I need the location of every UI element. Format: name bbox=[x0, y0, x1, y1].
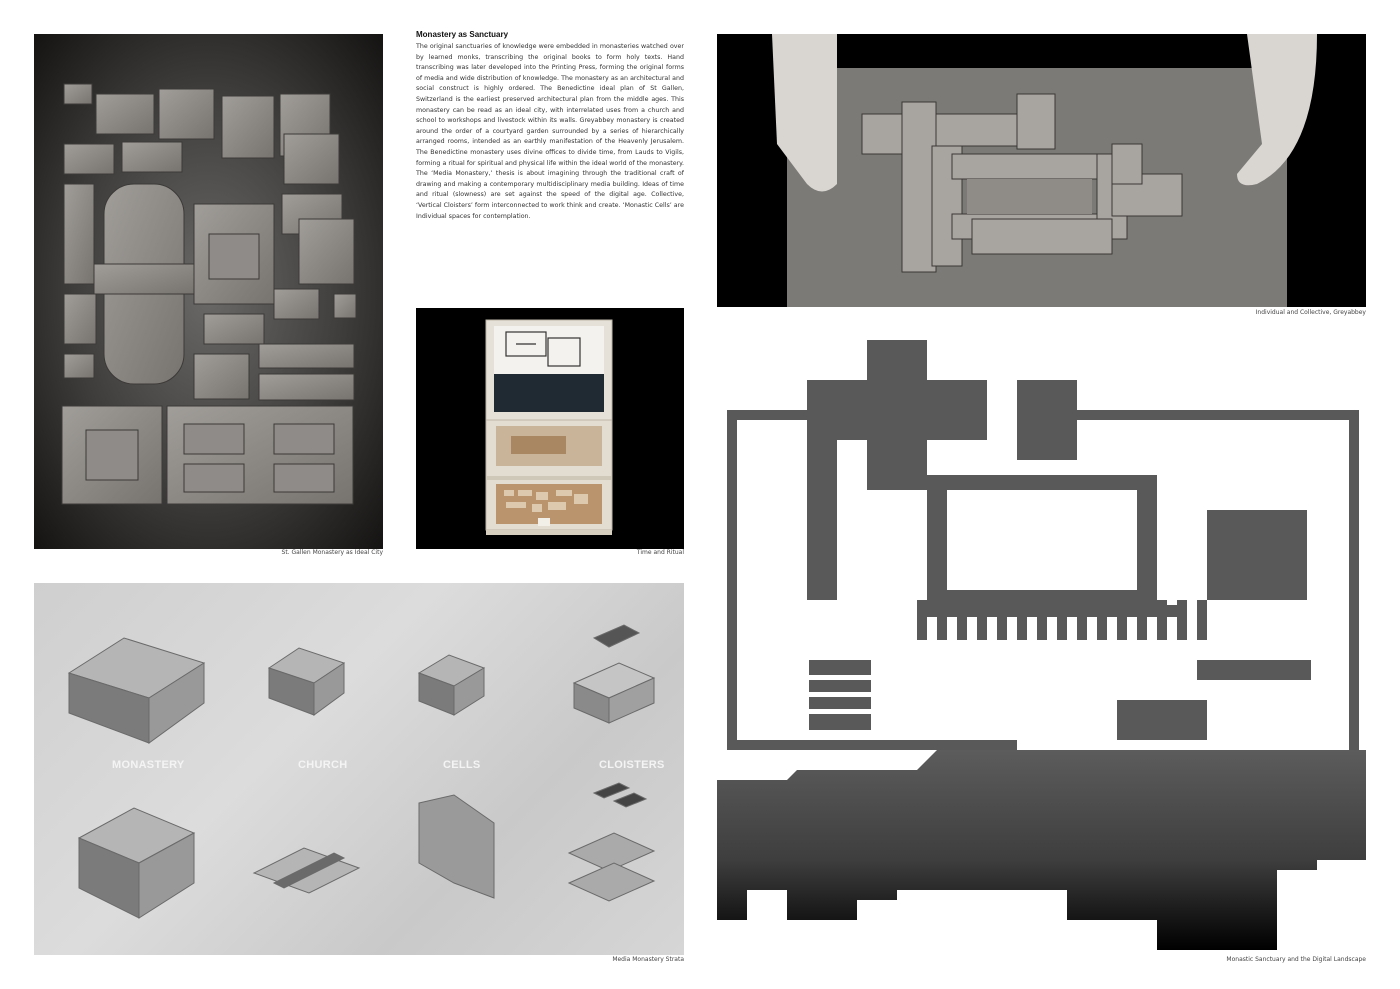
hands-caption: Individual and Collective, Greyabbey bbox=[1255, 309, 1366, 316]
greyabbey-model-graphic bbox=[772, 34, 1317, 307]
section-body: The original sanctuaries of knowledge we… bbox=[416, 43, 684, 220]
strata-label-church: CHURCH bbox=[298, 759, 348, 771]
strata-caption: Media Monastery Strata bbox=[612, 956, 684, 963]
monastic-plan-graphic bbox=[717, 340, 1366, 950]
box-caption: Time and Ritual bbox=[636, 549, 684, 556]
right-hand bbox=[1237, 34, 1317, 186]
monastic-plan-image bbox=[717, 330, 1366, 950]
strata-axonometrics bbox=[67, 624, 656, 919]
left-hand bbox=[772, 34, 837, 192]
plan-caption: Monastic Sanctuary and the Digital Lands… bbox=[1226, 956, 1366, 963]
section-title: Monastery as Sanctuary bbox=[416, 30, 509, 39]
strata-label-cells: CELLS bbox=[443, 759, 481, 771]
strata-diagram-image: MONASTERY CHURCH CELLS CLOISTERS bbox=[34, 583, 684, 955]
stgallen-blocks-graphic bbox=[61, 83, 357, 505]
stgallen-model-image bbox=[34, 34, 383, 549]
text-block: Monastery as Sanctuary The original sanc… bbox=[416, 30, 684, 270]
box-model-graphic bbox=[485, 319, 613, 535]
strata-label-cloisters: CLOISTERS bbox=[599, 759, 665, 771]
time-ritual-box-image bbox=[416, 308, 684, 549]
strata-label-monastery: MONASTERY bbox=[112, 759, 185, 771]
stgallen-caption: St. Gallen Monastery as Ideal City bbox=[281, 549, 383, 556]
greyabbey-model-image bbox=[717, 34, 1366, 307]
